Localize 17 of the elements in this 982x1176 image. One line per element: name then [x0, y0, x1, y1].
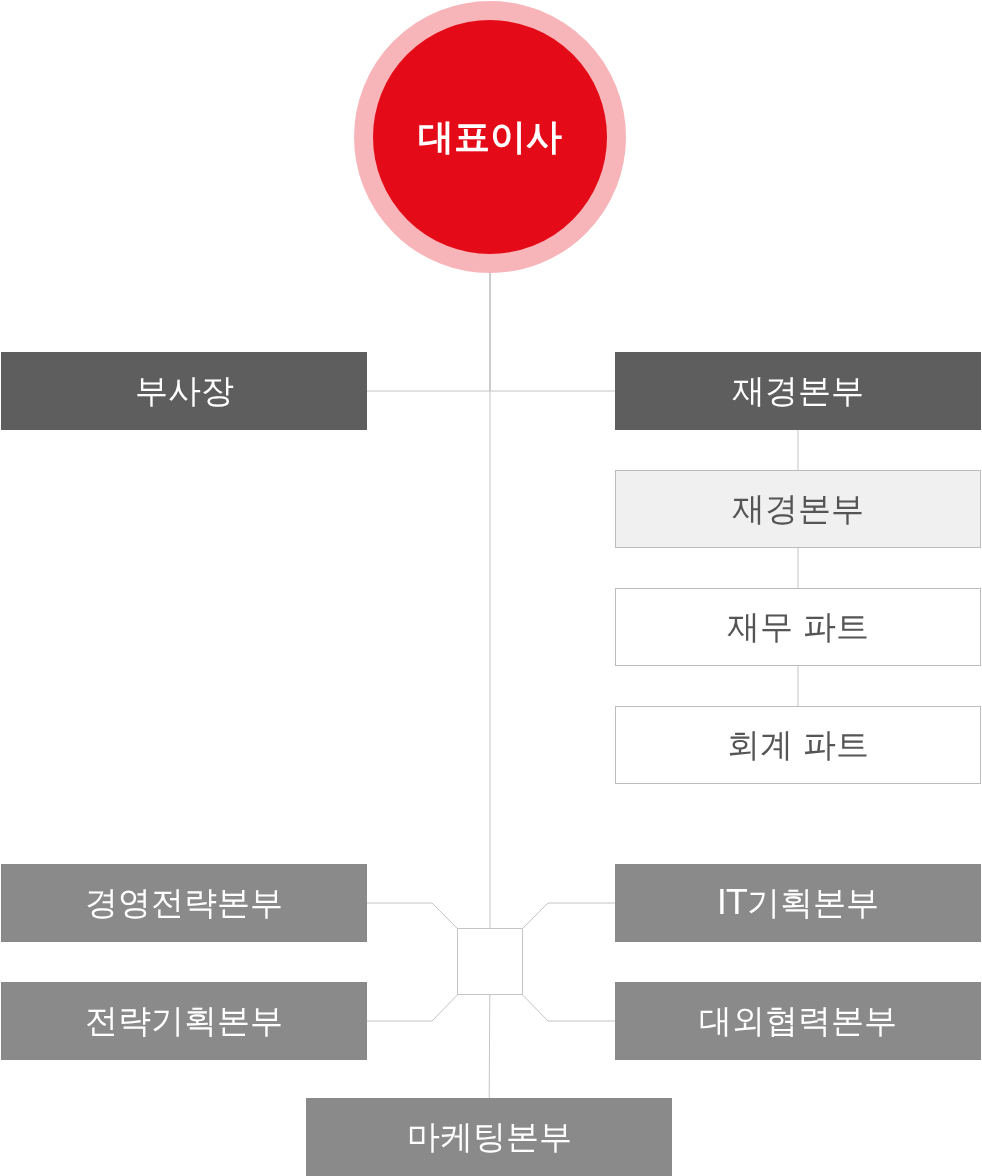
department-box: 재경본부	[615, 352, 981, 430]
department-box: 부사장	[1, 352, 367, 430]
connector-line	[522, 994, 616, 1022]
department-box: IT기획본부	[615, 864, 981, 942]
department-box: 대외협력본부	[615, 982, 981, 1060]
connector-line	[522, 902, 616, 929]
ceo-circle: 대표이사	[354, 1, 626, 273]
division-box: 재경본부	[615, 470, 981, 548]
connector-line	[366, 902, 458, 929]
connector-line	[366, 994, 458, 1022]
department-box: 경영전략본부	[1, 864, 367, 942]
team-box: 재무 파트	[615, 588, 981, 666]
department-box: 전략기획본부	[1, 982, 367, 1060]
junction-box	[457, 928, 523, 995]
department-box: 마케팅본부	[306, 1098, 672, 1176]
connector-line	[488, 994, 491, 1099]
team-box: 회계 파트	[615, 706, 981, 784]
